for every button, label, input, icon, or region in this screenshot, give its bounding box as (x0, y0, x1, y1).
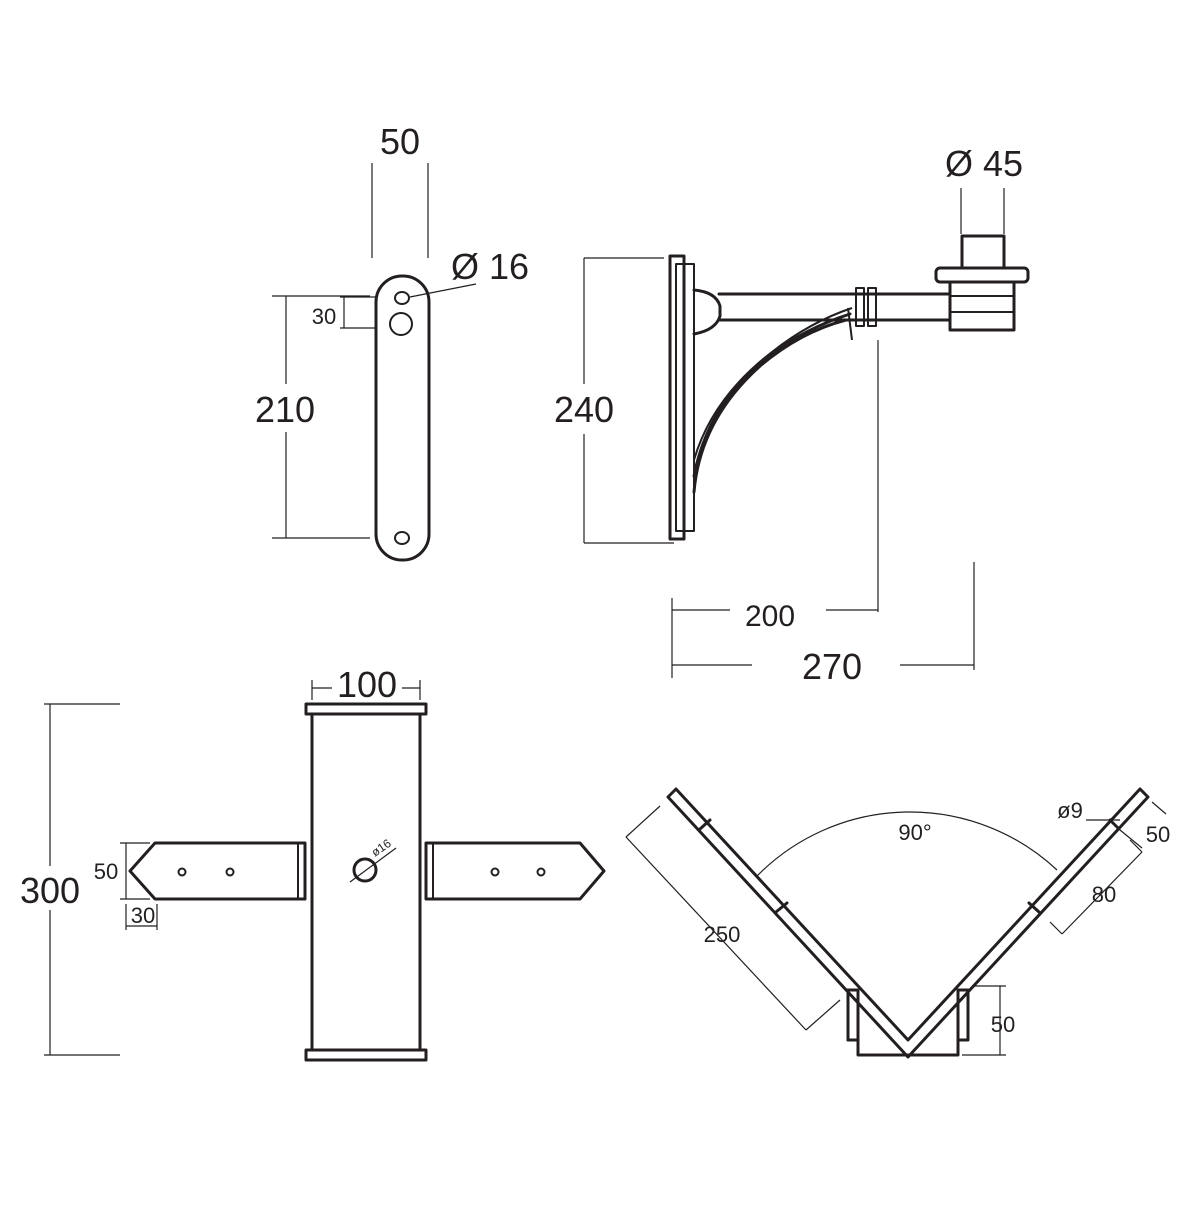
side-wall-plate (668, 254, 686, 541)
top-hole-diameter-label: ø9 (1057, 798, 1083, 823)
side-pole-diameter-label: Ø 45 (945, 143, 1023, 184)
front-strap-tip-label: 30 (131, 903, 155, 928)
plate-length-label: 210 (255, 389, 315, 430)
side-pole-socket (948, 278, 1016, 332)
plate-width-label: 50 (380, 121, 420, 162)
top-arm-length-label: 250 (704, 922, 741, 947)
front-width-label: 100 (337, 664, 397, 705)
front-height-label: 300 (20, 870, 80, 911)
top-angle-label: 90° (898, 820, 931, 845)
side-height-label: 240 (554, 389, 614, 430)
side-total-reach-label: 270 (802, 646, 862, 687)
plate-hole-top (394, 291, 410, 305)
front-view: ø16 100 300 50 30 (20, 664, 606, 1062)
top-view: 90° 250 ø9 50 80 50 (625, 787, 1170, 1059)
side-arm (692, 288, 722, 336)
plate-hole-diameter-label: Ø 16 (451, 246, 529, 287)
plate-hole-spacing-label: 30 (312, 304, 336, 329)
plate-hole-bottom (394, 531, 410, 545)
plate-outline (374, 274, 431, 562)
top-hole-spacing-label: 80 (1092, 882, 1116, 907)
front-strap-width-label: 50 (94, 859, 118, 884)
plate-hole-large (389, 312, 413, 336)
front-center-hole (352, 857, 378, 883)
top-end-offset-label: 50 (1146, 822, 1170, 847)
side-pole-stub (960, 234, 1006, 270)
side-arm-reach-label: 200 (745, 600, 795, 633)
top-base (846, 988, 970, 1057)
side-brace (692, 318, 848, 494)
side-view: 240 Ø 45 200 270 (554, 143, 1030, 687)
front-hole-diameter-label: ø16 (369, 836, 394, 860)
plate-view: 50 30 210 Ø 16 (255, 121, 529, 562)
top-base-height-label: 50 (991, 1012, 1015, 1037)
front-strap-right (424, 841, 606, 901)
front-strap-left (128, 841, 307, 901)
